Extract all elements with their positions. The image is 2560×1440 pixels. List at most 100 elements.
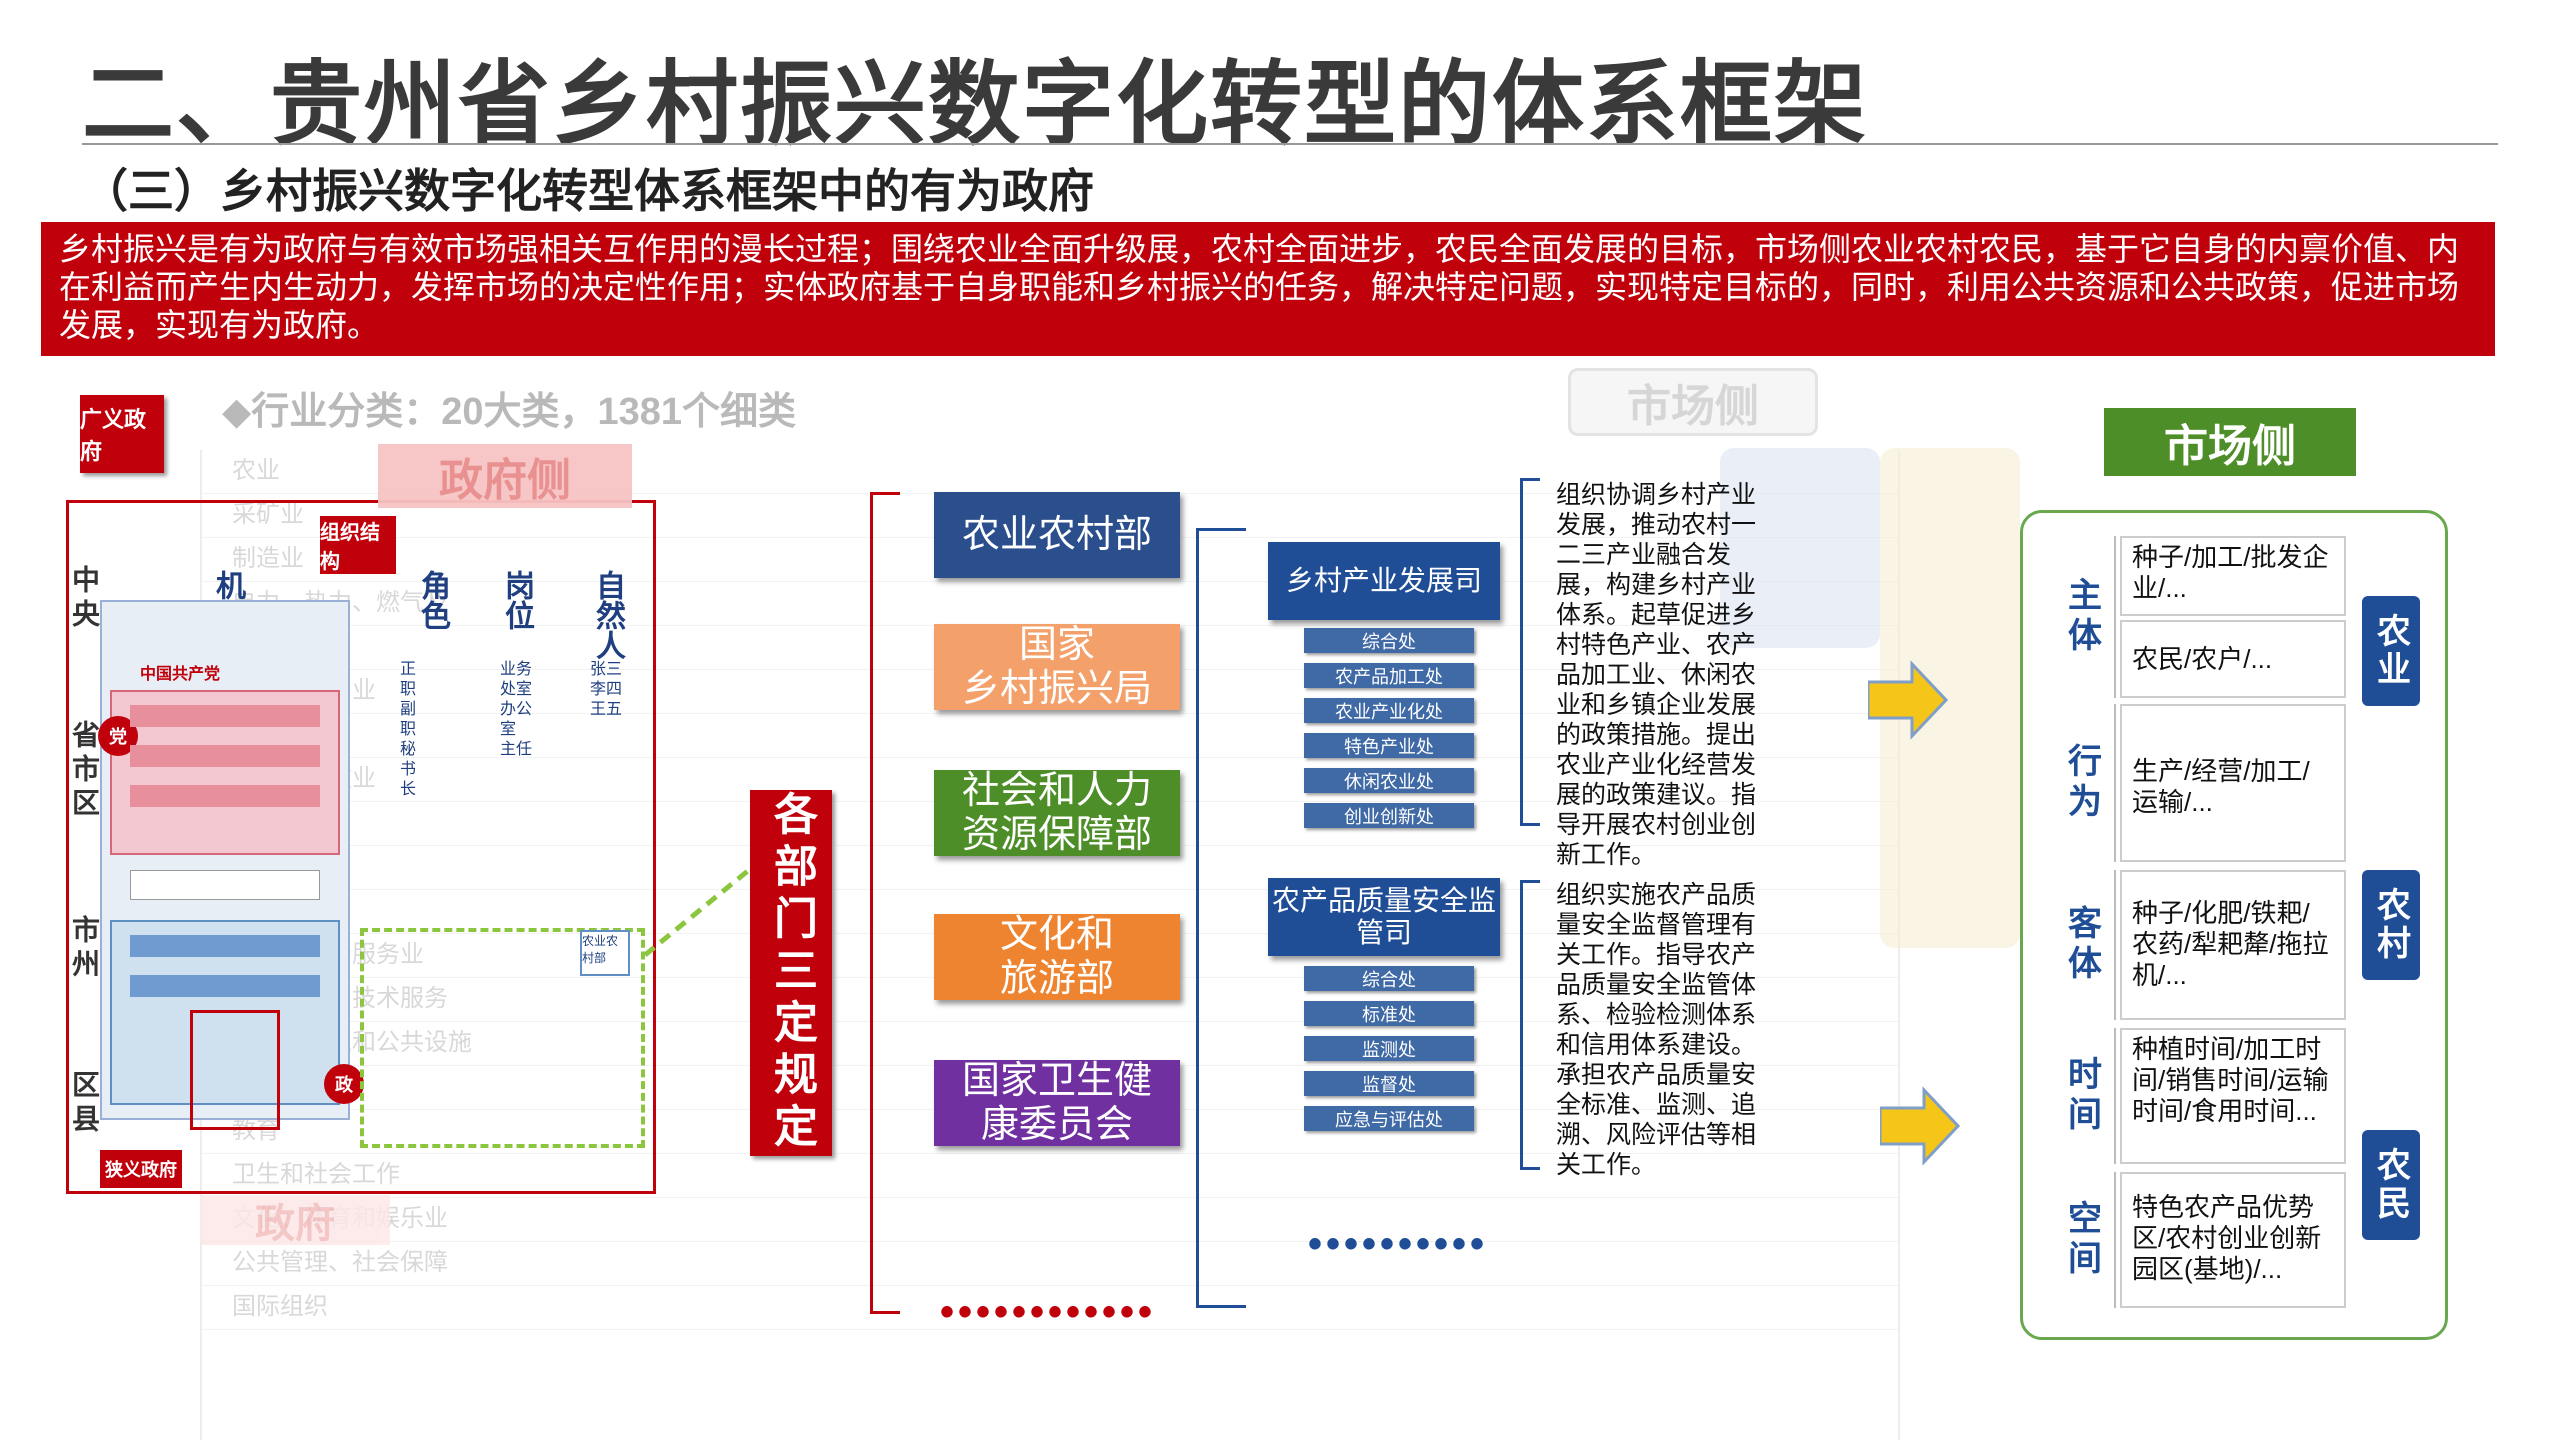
market-cell: 生产/经营/加工/运输/...: [2120, 704, 2346, 862]
department-bracket: [870, 492, 900, 1314]
government-frame: [66, 500, 656, 1194]
office-box: 应急与评估处: [1304, 1106, 1474, 1131]
industry-classification-heading: ◆行业分类：20大类，1381个细类: [222, 391, 797, 433]
org-structure-label: 组织结构: [320, 516, 396, 574]
level-province: 省市区: [69, 720, 100, 822]
dept-agriculture: 农业农村部: [934, 492, 1180, 578]
market-cell: 种子/加工/批发企业/...: [2120, 536, 2346, 616]
bureau-desc-quality-safety: 组织实施农产品质量安全监督管理有关工作。指导农产品质量安全监管体系、检验检测体系…: [1556, 881, 1757, 1179]
office-box: 农产品加工处: [1304, 663, 1474, 688]
bureau-rural-industry: 乡村产业发展司: [1268, 542, 1500, 620]
person-item: 李四: [590, 681, 623, 698]
level-county: 区县: [69, 1070, 100, 1138]
office-box: 综合处: [1304, 966, 1474, 991]
background-row: 卫生和社会工作: [202, 1154, 1898, 1198]
person-column: 张三 李四 王五: [590, 660, 630, 720]
intro-banner: 乡村振兴是有为政府与有效市场强相关互作用的漫长过程；围绕农业全面升级展，农村全面…: [41, 222, 2495, 356]
office-box: 休闲农业处: [1304, 768, 1474, 793]
background-row: 教育: [202, 1110, 1898, 1154]
faded-government-label: 政府: [200, 1195, 390, 1246]
dept-health-commission: 国家卫生健康委员会: [934, 1060, 1180, 1146]
market-cell: 种植时间/加工时间/销售时间/运输时间/食用时间...: [2120, 1028, 2346, 1164]
col-head-person: 自然人: [591, 570, 624, 660]
market-cell: 种子/化肥/铁耙/农药/犁耙犛/拖拉机/...: [2120, 870, 2346, 1020]
dept-label-line: 国家卫生健: [961, 1060, 1152, 1102]
department-more-dots: ••••••••••••: [940, 1290, 1157, 1334]
office-box: 标准处: [1304, 1001, 1474, 1026]
highlight-dashed-box: [360, 928, 645, 1148]
role-item: 秘书长: [400, 741, 417, 798]
desc-brace: [1520, 880, 1540, 1170]
office-box: 监测处: [1304, 1036, 1474, 1061]
row-label-behavior: 行为: [2050, 704, 2116, 862]
broad-government-label: 广义政府: [80, 395, 164, 473]
office-box: 创业创新处: [1304, 803, 1474, 828]
three-determinations-label: 各部门三定规定: [750, 790, 832, 1156]
market-cell: 特色农产品优势区/农村创业创新园区(基地)/...: [2120, 1172, 2346, 1308]
post-item: 业务处室: [500, 661, 533, 698]
bureau-more-dots: ••••••••••: [1308, 1222, 1489, 1266]
bureau-quality-safety: 农产品质量安全监管司: [1268, 878, 1500, 956]
government-side-label: 政府侧: [378, 444, 632, 508]
dept-label-line: 文化和: [999, 914, 1114, 956]
party-row: [130, 745, 320, 767]
dept-label-line: 乡村振兴局: [961, 668, 1152, 710]
market-cell: 农民/农户/...: [2120, 620, 2346, 698]
faded-market-side-label: 市场侧: [1568, 368, 1818, 436]
faded-subject-block: [1720, 448, 1880, 648]
page-subtitle: （三）乡村振兴数字化转型体系框架中的有为政府: [82, 164, 1094, 218]
middle-row: [130, 870, 320, 900]
person-item: 王五: [590, 701, 623, 718]
dept-culture-tourism: 文化和旅游部: [934, 914, 1180, 1000]
gov-row: [130, 935, 320, 957]
dept-label-line: 国家: [1018, 624, 1095, 666]
right-arrow-icon: [1880, 1086, 1960, 1166]
desc-brace: [1520, 478, 1540, 826]
dept-label-line: 农业农村部: [961, 514, 1152, 556]
level-city: 市州: [69, 915, 100, 983]
office-box: 农业产业化处: [1304, 698, 1474, 723]
tag-agriculture: 农业: [2362, 596, 2420, 706]
party-header: 中国共产党: [140, 666, 221, 683]
government-circle: 政: [324, 1064, 364, 1104]
dept-label-line: 资源保障部: [961, 814, 1152, 856]
col-head-post: 岗位: [500, 570, 533, 630]
dept-label-line: 康委员会: [980, 1104, 1133, 1146]
mini-ministry-box: 农业农村部: [580, 930, 630, 976]
bureau-desc-rural-industry: 组织协调乡村产业发展，推动农村一二三产业融合发展，构建乡村产业体系。起草促进乡村…: [1556, 481, 1757, 869]
row-label-space: 空间: [2050, 1172, 2116, 1308]
tag-rural: 农村: [2362, 870, 2420, 980]
col-head-role: 角色: [416, 570, 449, 630]
role-item: 正职: [400, 661, 417, 698]
office-box: 监督处: [1304, 1071, 1474, 1096]
post-column: 业务处室 办公室 主任: [500, 660, 540, 760]
background-row: 国际组织: [202, 1286, 1898, 1330]
tag-farmers: 农民: [2362, 1130, 2420, 1240]
party-row: [130, 785, 320, 807]
dept-label-line: 社会和人力: [961, 770, 1152, 812]
dept-rural-revitalization: 国家乡村振兴局: [934, 624, 1180, 710]
row-label-object: 客体: [2050, 870, 2116, 1020]
office-box: 综合处: [1304, 628, 1474, 653]
party-row: [130, 705, 320, 727]
title-divider: [82, 143, 2498, 145]
dept-label-line: 旅游部: [999, 958, 1114, 1000]
row-label-subject: 主体: [2050, 536, 2116, 698]
background-row: 制造业: [202, 538, 1898, 582]
dept-human-resources: 社会和人力资源保障部: [934, 770, 1180, 856]
role-column: 正职 副职 秘书长: [400, 660, 430, 800]
narrow-government-label: 狭义政府: [100, 1150, 182, 1188]
page-title: 二、贵州省乡村振兴数字化转型的体系框架: [82, 51, 1869, 158]
background-row: 公共管理、社会保障: [202, 1242, 1898, 1286]
person-item: 张三: [590, 661, 623, 678]
role-item: 副职: [400, 701, 417, 738]
level-central: 中央: [69, 565, 100, 633]
green-dashed-connector: [643, 863, 757, 957]
bureau-bracket: [1196, 528, 1246, 1308]
background-row: 文化、体育和娱乐业: [202, 1198, 1898, 1242]
right-arrow-icon: [1868, 660, 1948, 740]
post-item: 办公室: [500, 701, 533, 738]
office-box: 特色产业处: [1304, 733, 1474, 758]
gov-row: [130, 975, 320, 997]
row-label-time: 时间: [2050, 1028, 2116, 1164]
